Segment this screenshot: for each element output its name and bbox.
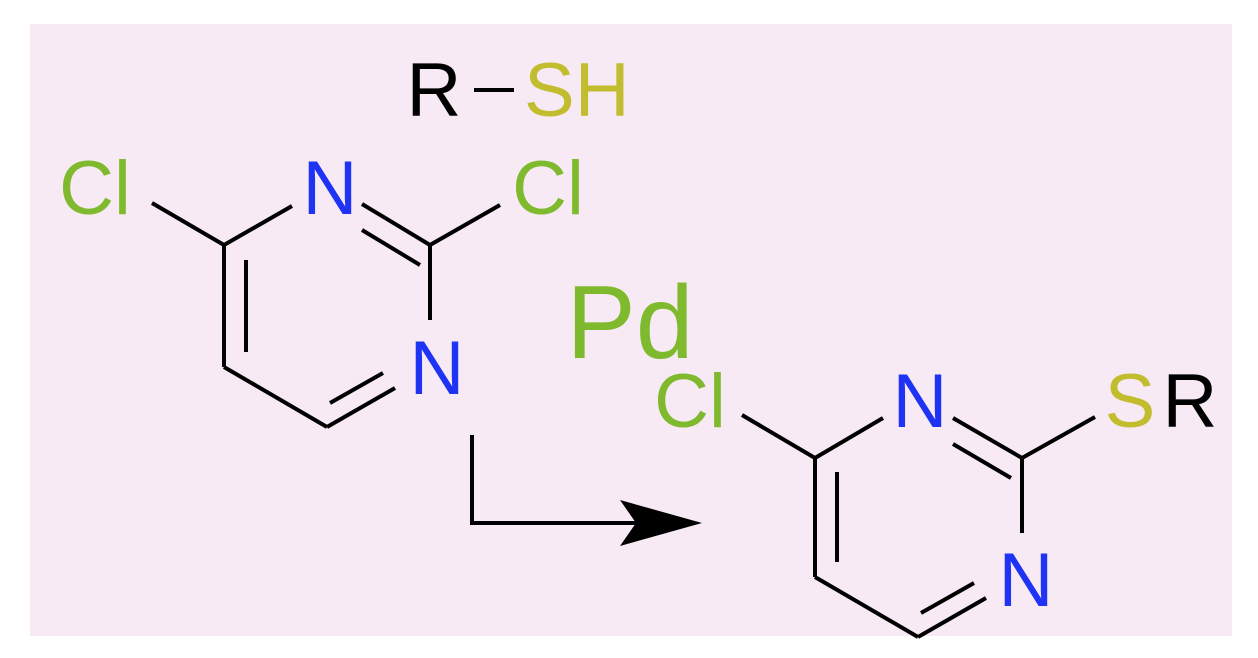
reagent-r-label: R: [407, 48, 462, 133]
sm-n-bottom-label: N: [410, 326, 465, 411]
product-bonds: [740, 413, 1096, 639]
starting-material-dichloropyrimidine: Cl N Cl N: [59, 146, 584, 429]
reagent-thiol: R SH: [407, 48, 630, 133]
product-cl-label: Cl: [654, 359, 726, 444]
reaction-arrow: [470, 435, 702, 546]
product-chloro-thiopyrimidine: Cl N S R N: [654, 359, 1218, 639]
sm-cl-right-label: Cl: [512, 146, 584, 231]
arrow-head: [620, 500, 702, 546]
product-r-label: R: [1163, 359, 1218, 444]
product-s-label: S: [1105, 359, 1156, 444]
catalyst-pd-label: Pd: [566, 265, 693, 381]
product-n-top-label: N: [893, 359, 948, 444]
product-n-bottom-label: N: [999, 538, 1054, 623]
sm-cl-left-label: Cl: [59, 146, 131, 231]
sm-n-top-label: N: [303, 146, 358, 231]
reagent-sh-label: SH: [524, 48, 630, 133]
starting-material-bonds: [150, 201, 501, 429]
